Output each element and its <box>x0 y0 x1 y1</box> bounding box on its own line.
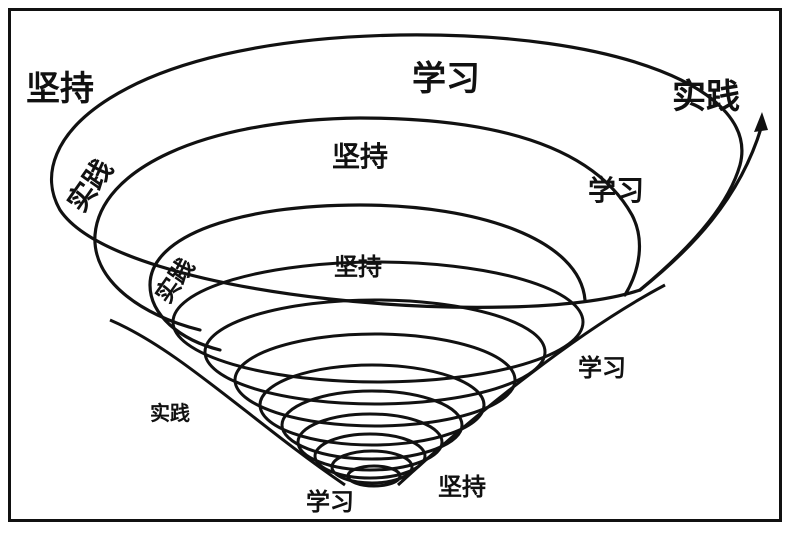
spiral-ring-6 <box>233 332 517 428</box>
label-bottom: 学习 <box>306 488 354 516</box>
spiral-ring-10 <box>313 432 427 480</box>
outer-spiral-turn <box>49 33 744 309</box>
label-outer-left: 坚持 <box>26 69 94 109</box>
cone-left-side <box>109 318 346 487</box>
cone-right-side <box>396 283 666 487</box>
spiral-ring-7 <box>258 363 486 447</box>
spiral-ring-11 <box>330 449 414 485</box>
arrow-head-icon <box>754 112 768 132</box>
spiral-ring-12 <box>346 464 402 488</box>
label-ring2-left: 实践 <box>61 153 120 218</box>
spiral-arrow-tail <box>638 123 764 292</box>
spiral-ring-9 <box>296 412 444 472</box>
spiral-ring-2 <box>93 116 642 332</box>
label-ring2-top: 坚持 <box>332 140 388 173</box>
spiral-ring-4 <box>171 260 585 384</box>
label-outer-right: 实践 <box>672 77 740 117</box>
label-bottom-right: 坚持 <box>438 473 486 501</box>
label-lower-left: 实践 <box>150 401 190 425</box>
spiral-ring-8 <box>280 389 464 461</box>
spiral-ring-5 <box>203 298 547 406</box>
label-lower-right: 学习 <box>578 354 626 382</box>
label-ring2-right: 学习 <box>588 174 644 207</box>
label-ring3-top: 坚持 <box>334 253 382 281</box>
spiral-ring-3 <box>148 203 587 352</box>
label-outer-top: 学习 <box>412 59 480 99</box>
